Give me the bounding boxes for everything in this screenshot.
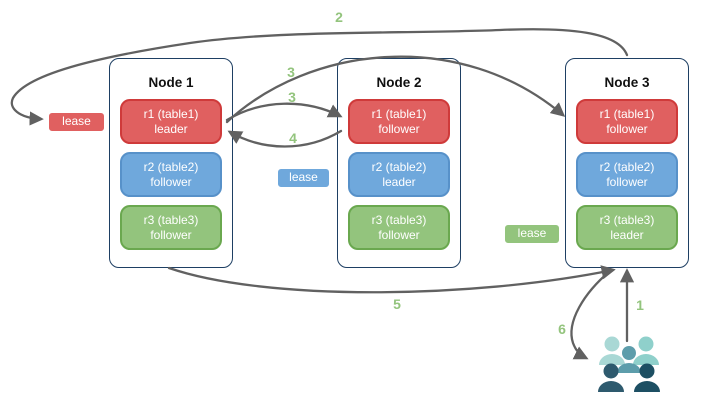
- lease-badge-r3: lease: [504, 224, 560, 244]
- node3-replica-r1-follower: r1 (table1) follower: [576, 99, 678, 144]
- user-bottom-left: [598, 363, 624, 392]
- replica-label-line1: r1 (table1): [371, 106, 427, 121]
- step-label-1: 1: [636, 297, 644, 313]
- replica-label-line1: r3 (table3): [599, 212, 655, 227]
- replica-label-line1: r1 (table1): [143, 106, 199, 121]
- replica-label-line1: r1 (table1): [599, 106, 655, 121]
- replica-label-line1: r3 (table3): [371, 212, 427, 227]
- step-label-5: 5: [393, 296, 401, 312]
- user-bottom-right: [634, 363, 660, 392]
- replica-label-line2: follower: [606, 121, 648, 136]
- node2-replica-r1-follower: r1 (table1) follower: [348, 99, 450, 144]
- node2-replica-r2-leader: r2 (table2) leader: [348, 152, 450, 197]
- node-3-box: Node 3 r1 (table1) follower r2 (table2) …: [565, 58, 689, 268]
- replica-label-line2: follower: [378, 121, 420, 136]
- node2-replica-r3-follower: r3 (table3) follower: [348, 205, 450, 250]
- user-middle: [617, 346, 641, 373]
- node-3-title: Node 3: [604, 75, 650, 90]
- replica-label-line2: follower: [606, 174, 648, 189]
- step-label-3b: 3: [288, 89, 296, 105]
- replica-label-line2: leader: [154, 121, 188, 136]
- step-label-6: 6: [558, 321, 566, 337]
- replica-label-line2: leader: [382, 174, 416, 189]
- node-1-title: Node 1: [148, 75, 194, 90]
- node1-replica-r3-follower: r3 (table3) follower: [120, 205, 222, 250]
- user-top-right: [633, 336, 659, 365]
- replica-label-line1: r2 (table2): [599, 159, 655, 174]
- node-2-box: Node 2 r1 (table1) follower r2 (table2) …: [337, 58, 461, 268]
- node-1-box: Node 1 r1 (table1) leader r2 (table2) fo…: [109, 58, 233, 268]
- node3-replica-r2-follower: r2 (table2) follower: [576, 152, 678, 197]
- replica-label-line1: r3 (table3): [143, 212, 199, 227]
- arrow-step2-node3-to-lease: [10, 28, 629, 126]
- arrow-step5-node1-to-node3: [167, 265, 616, 294]
- node1-replica-r2-follower: r2 (table2) follower: [120, 152, 222, 197]
- step-label-2: 2: [335, 9, 343, 25]
- node-2-title: Node 2: [376, 75, 422, 90]
- step-label-3a: 3: [287, 64, 295, 80]
- replica-label-line2: follower: [378, 227, 420, 242]
- user-top-left: [599, 336, 625, 365]
- arrow-step3-leader-to-node2: [225, 102, 343, 122]
- step-label-4: 4: [289, 130, 297, 146]
- replica-label-line1: r2 (table2): [143, 159, 199, 174]
- lease-badge-r2: lease: [277, 168, 330, 188]
- node3-replica-r3-leader: r3 (table3) leader: [576, 205, 678, 250]
- users-icon: [598, 336, 660, 392]
- lease-badge-r1: lease: [48, 112, 105, 132]
- replica-label-line1: r2 (table2): [371, 159, 427, 174]
- replica-label-line2: follower: [150, 174, 192, 189]
- node1-replica-r1-leader: r1 (table1) leader: [120, 99, 222, 144]
- replica-label-line2: leader: [610, 227, 644, 242]
- replica-label-line2: follower: [150, 227, 192, 242]
- arrow-step6-node3-to-users: [570, 269, 612, 360]
